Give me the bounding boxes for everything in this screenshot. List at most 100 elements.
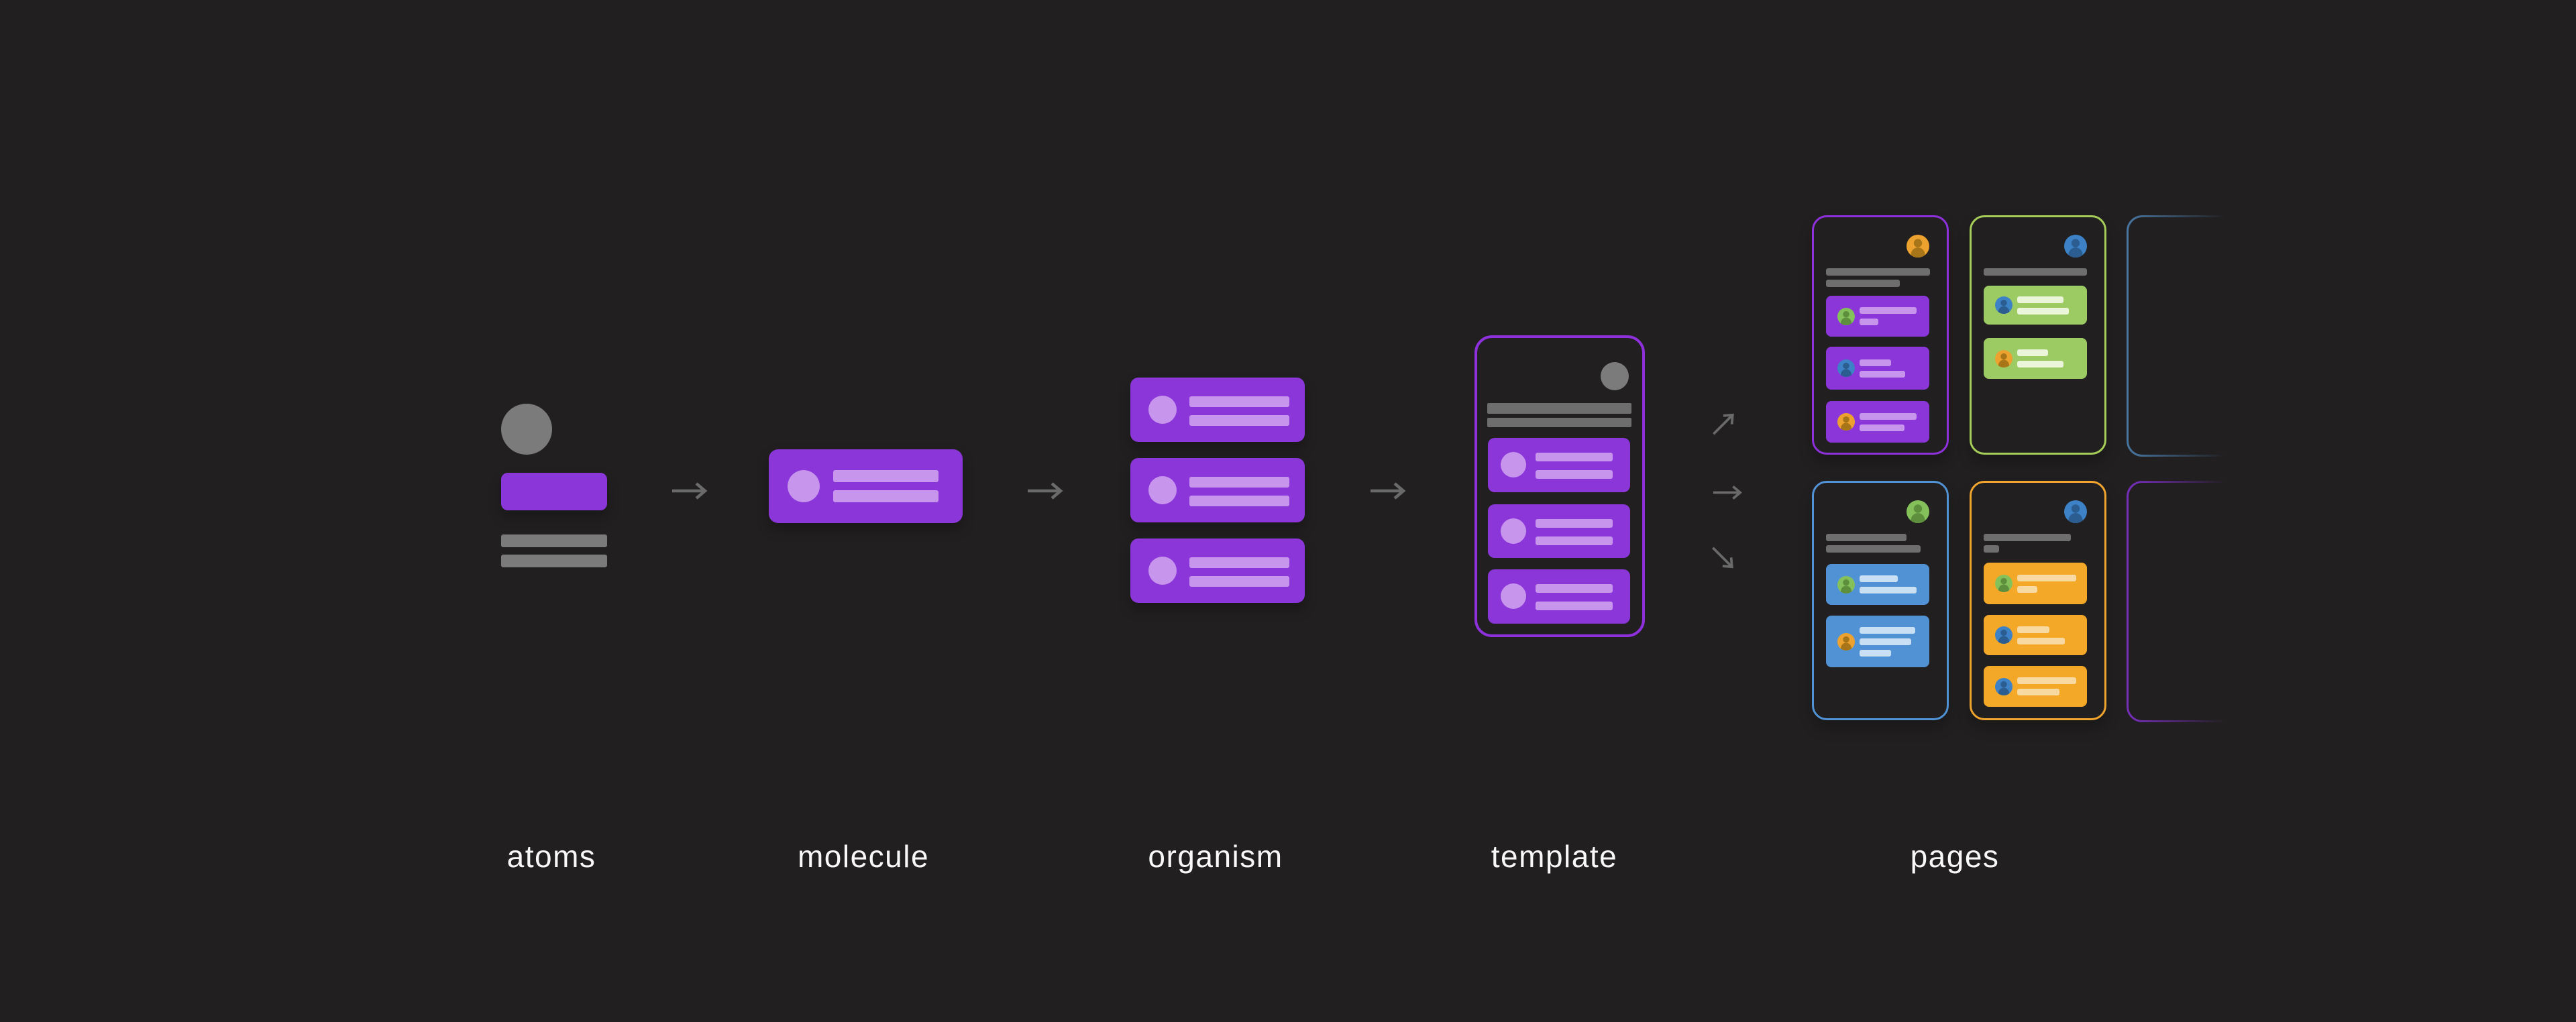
skeleton-line <box>833 470 938 482</box>
user-avatar-icon <box>1837 359 1855 377</box>
skeleton-line <box>1860 424 1904 431</box>
mini-card <box>1984 286 2087 325</box>
arrow-right-icon <box>1713 485 1743 500</box>
skeleton-line <box>1487 418 1631 427</box>
skeleton-line <box>1860 575 1898 582</box>
template-mini-card <box>1488 504 1630 558</box>
page-card <box>1970 481 2106 720</box>
skeleton-line <box>1860 626 1915 634</box>
stage-label-template: template <box>1491 839 1618 874</box>
page-card-fading <box>2127 215 2265 460</box>
skeleton-line <box>2017 585 2037 593</box>
user-avatar-icon <box>1837 413 1855 431</box>
user-avatar-icon <box>1837 632 1855 650</box>
avatar-dot <box>1148 476 1177 504</box>
template-card <box>1474 335 1645 637</box>
skeleton-line <box>1984 545 1999 553</box>
skeleton-line <box>1536 519 1613 528</box>
avatar-dot <box>788 470 820 502</box>
arrow-up-right-icon <box>1708 407 1741 440</box>
skeleton-line <box>2017 307 2069 315</box>
skeleton-line <box>1860 412 1917 420</box>
skeleton-line <box>1189 576 1289 587</box>
skeleton-line <box>2017 637 2065 644</box>
user-avatar-icon <box>2064 500 2087 523</box>
skeleton-line <box>1860 370 1905 378</box>
user-avatar-icon <box>1995 575 2012 592</box>
skeleton-line <box>2017 574 2076 581</box>
skeleton-line <box>1826 534 1907 541</box>
atom-circle-shape <box>501 404 552 455</box>
avatar-dot <box>1501 452 1526 477</box>
arrow-right-icon <box>1370 481 1407 500</box>
mini-card <box>1826 616 1929 667</box>
skeleton-line <box>1860 359 1891 366</box>
mini-card <box>1826 401 1929 443</box>
skeleton-line <box>1984 534 2071 541</box>
skeleton-line <box>2017 361 2063 367</box>
skeleton-line <box>1860 649 1891 657</box>
skeleton-line <box>1826 280 1900 287</box>
organism-card <box>1130 458 1305 522</box>
user-avatar-icon <box>1995 349 2012 367</box>
template-mini-card <box>1488 569 1630 624</box>
mini-card <box>1826 296 1929 337</box>
user-avatar-icon <box>1907 235 1929 258</box>
arrow-down-right-icon <box>1707 542 1740 575</box>
skeleton-line <box>1826 268 1930 276</box>
stage-label-atoms: atoms <box>506 839 596 874</box>
skeleton-line <box>2017 349 2048 356</box>
skeleton-line <box>1189 477 1289 488</box>
skeleton-line <box>833 490 938 502</box>
organism-card <box>1130 538 1305 603</box>
skeleton-line <box>1860 638 1911 645</box>
mini-card <box>1984 338 2087 379</box>
skeleton-line <box>1826 545 1921 553</box>
skeleton-line <box>1536 470 1613 479</box>
mini-card <box>1984 666 2087 707</box>
atom-text-line <box>501 555 607 567</box>
stage-label-molecule: molecule <box>797 839 930 874</box>
page-card <box>1812 481 1949 720</box>
skeleton-line <box>1189 415 1289 426</box>
mini-card <box>1826 564 1929 605</box>
molecule-card <box>769 449 963 523</box>
user-avatar-icon <box>1995 296 2012 314</box>
user-avatar-icon <box>1995 677 2012 695</box>
skeleton-line <box>1189 396 1289 407</box>
skeleton-line <box>2017 626 2049 633</box>
skeleton-line <box>1189 496 1289 506</box>
arrow-right-icon <box>1027 481 1065 500</box>
skeleton-line <box>2017 677 2076 684</box>
page-card <box>1970 215 2106 455</box>
user-avatar-icon <box>1907 500 1929 523</box>
skeleton-line <box>1860 319 1878 325</box>
skeleton-line <box>1536 536 1613 545</box>
skeleton-line <box>1189 557 1289 568</box>
stage-label-organism: organism <box>1148 839 1283 874</box>
skeleton-line <box>1536 584 1613 593</box>
user-avatar-icon <box>2064 235 2087 258</box>
template-mini-card <box>1488 438 1630 492</box>
skeleton-line <box>2017 296 2063 303</box>
stage-label-pages: pages <box>1910 839 2000 874</box>
avatar-dot <box>1501 518 1526 544</box>
skeleton-line <box>1984 268 2087 276</box>
skeleton-line <box>2017 689 2059 695</box>
skeleton-line <box>1860 587 1917 593</box>
avatar-dot <box>1501 583 1526 609</box>
atom-text-line <box>501 534 607 547</box>
user-avatar-icon <box>1837 575 1855 593</box>
user-avatar-icon <box>1837 307 1855 325</box>
avatar-dot <box>1148 396 1177 424</box>
organism-card <box>1130 378 1305 442</box>
skeleton-line <box>1536 453 1613 461</box>
arrow-right-icon <box>672 481 709 500</box>
mini-card <box>1826 347 1929 390</box>
mini-card <box>1984 563 2087 604</box>
atom-button-shape <box>501 473 607 510</box>
page-card-fading <box>2127 481 2265 726</box>
avatar-dot <box>1601 362 1629 390</box>
skeleton-line <box>1860 307 1917 314</box>
